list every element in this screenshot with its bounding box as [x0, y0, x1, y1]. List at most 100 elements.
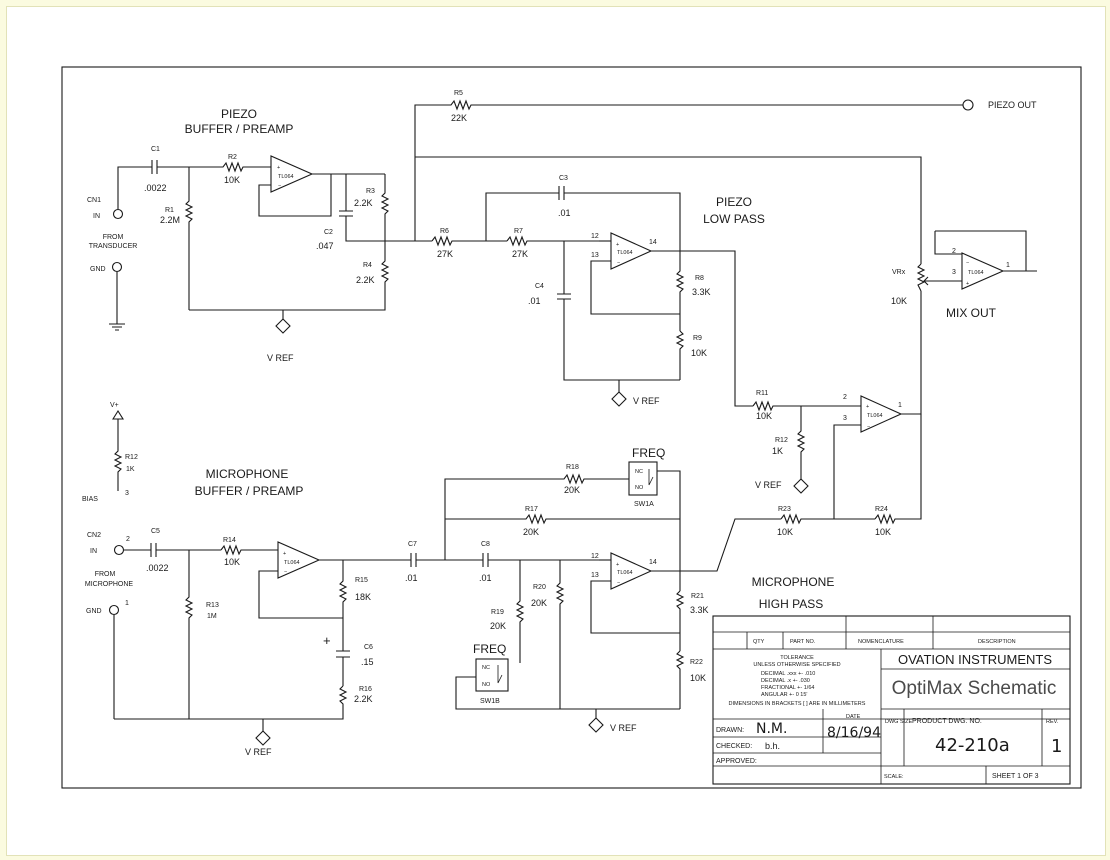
- r1-resistor: [184, 167, 194, 310]
- r6-resistor: [431, 235, 507, 247]
- r5-ref: R5: [454, 90, 463, 97]
- pin-buf-out: 1: [1006, 262, 1010, 269]
- r4-ref: R4: [363, 262, 372, 269]
- tb-rev: 1: [1051, 736, 1062, 757]
- opamp-piezo-buffer: [270, 155, 314, 193]
- svg-text:−: −: [867, 424, 870, 430]
- vref-label-1: V REF: [267, 353, 294, 363]
- drawing-frame: [61, 66, 1082, 789]
- r14-resistor: [220, 544, 278, 556]
- sw1a-nc: NC: [635, 469, 643, 475]
- svg-text:+: +: [283, 551, 286, 557]
- r19-value: 20K: [490, 621, 506, 631]
- r3-resistor: [380, 174, 390, 246]
- tb-drawn-by: N.M.: [756, 721, 787, 737]
- r19-ref: R19: [491, 609, 504, 616]
- cn2-jack: [113, 544, 125, 556]
- tb-tolerance-5: ANGULAR +- 0 15': [761, 692, 807, 698]
- c7-value: .01: [405, 573, 418, 583]
- pin-lp-fb: 13: [591, 252, 599, 259]
- pin-buf-minus: 2: [952, 248, 956, 255]
- schematic-sheet: PIEZO BUFFER / PREAMP PIEZO LOW PASS MIX…: [6, 6, 1106, 856]
- r9-value: 10K: [691, 348, 707, 358]
- r7-ref: R7: [514, 228, 523, 235]
- schematic-drawing: PIEZO BUFFER / PREAMP PIEZO LOW PASS MIX…: [61, 66, 1082, 789]
- c8-capacitor: [478, 553, 599, 567]
- cn1-jack: [112, 208, 124, 220]
- c6-ref: C6: [364, 644, 373, 651]
- cn2-from-1: FROM: [95, 571, 116, 578]
- pin-hp-out: 14: [649, 559, 657, 566]
- r10-resistor: [752, 400, 861, 412]
- opamp-piezo-buffer-label: TL064: [278, 174, 294, 180]
- svg-text:−: −: [617, 260, 620, 266]
- opamp-mic-highpass-label: TL064: [617, 570, 633, 576]
- r12-resistor: [113, 419, 123, 491]
- vplus-label: V+: [110, 402, 119, 409]
- opamp-piezo-lowpass-label: TL064: [617, 250, 633, 256]
- svg-text:+: +: [323, 633, 331, 648]
- piezo-out-jack: [962, 99, 974, 111]
- r2-ref: R2: [228, 154, 237, 161]
- opamp-mic-buffer: [277, 541, 321, 579]
- r11-resistor: [796, 406, 806, 479]
- title-block: QTY PART NO. NOMENCLATURE DESCRIPTION OV…: [712, 615, 1071, 785]
- tb-checked-label: CHECKED:: [716, 743, 752, 750]
- switch-sw1a: [628, 461, 658, 496]
- tb-scale-label: SCALE:: [884, 774, 904, 780]
- r15-resistor: [338, 560, 348, 651]
- heading-mic-highpass-1: MICROPHONE: [752, 575, 835, 589]
- cn1-in-label: IN: [93, 213, 100, 220]
- r4-value: 2.2K: [356, 275, 375, 285]
- c1-capacitor: [144, 160, 189, 174]
- svg-text:+: +: [866, 404, 869, 410]
- sw1a-no: NO: [635, 485, 644, 491]
- r21-value: 3.3K: [690, 605, 709, 615]
- r16-resistor: [114, 685, 348, 720]
- c1-value: .0022: [144, 183, 167, 193]
- pin-hp-fb: 13: [591, 572, 599, 579]
- gnd-top-label: GND: [90, 266, 106, 273]
- r19-resistor: [515, 560, 525, 663]
- tb-qty: QTY: [753, 639, 765, 645]
- c4-value: .01: [528, 296, 541, 306]
- r6-ref: R6: [440, 228, 449, 235]
- c3-ref: C3: [559, 175, 568, 182]
- c3-value: .01: [558, 208, 571, 218]
- r8-ref: R8: [695, 275, 704, 282]
- r3-value: 2.2K: [354, 198, 373, 208]
- cn2-label: CN2: [87, 532, 101, 539]
- r11-ref: R12: [775, 437, 788, 444]
- tb-nomenclature: NOMENCLATURE: [858, 639, 904, 645]
- c5-capacitor: [124, 543, 221, 557]
- switch-sw1b: [475, 658, 509, 692]
- cn2-pin: 2: [126, 536, 130, 543]
- pin-lp-out: 14: [649, 239, 657, 246]
- r18-ref: R18: [566, 464, 579, 471]
- r1-value: 2.2M: [160, 215, 180, 225]
- r15-ref: R15: [355, 577, 368, 584]
- svg-text:+: +: [616, 242, 619, 248]
- r18-resistor: [444, 473, 629, 560]
- r21-ref: R21: [691, 593, 704, 600]
- sw1b-nc: NC: [482, 665, 490, 671]
- r20-ref: R20: [533, 584, 546, 591]
- vref-label-4: V REF: [245, 747, 272, 757]
- tb-tolerance-6: DIMENSIONS IN BRACKETS [ ] ARE IN MILLIM…: [729, 701, 866, 707]
- c8-value: .01: [479, 573, 492, 583]
- vref-symbol-2: [611, 391, 627, 407]
- tb-date: 8/16/94: [827, 725, 881, 741]
- r17-value: 20K: [523, 527, 539, 537]
- r22-resistor: [675, 650, 685, 709]
- c7-capacitor: [406, 553, 478, 567]
- c5-value: .0022: [146, 563, 169, 573]
- r20-value: 20K: [531, 598, 547, 608]
- c6-value: .15: [361, 657, 374, 667]
- r4-resistor: [189, 246, 390, 311]
- r18-value: 20K: [564, 485, 580, 495]
- svg-text:−: −: [278, 183, 281, 189]
- vref-symbol-5: [588, 717, 604, 733]
- vplus-symbol: [112, 409, 124, 420]
- ground-symbol-top: [109, 272, 125, 331]
- tb-title: OptiMax Schematic: [892, 678, 1057, 699]
